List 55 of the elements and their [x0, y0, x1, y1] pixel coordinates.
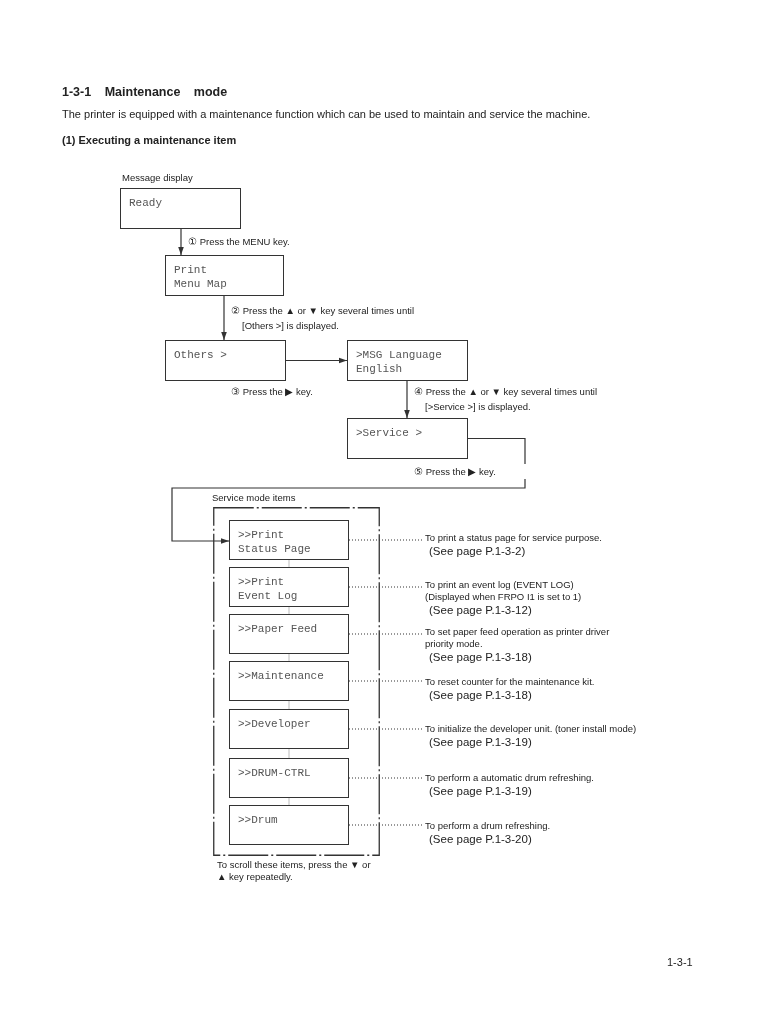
display-box [229, 805, 349, 845]
page-reference: (See page P.1-3-2) [429, 544, 527, 559]
body-text: The printer is equipped with a maintenance function which can be used to maintain and service the machine. [62, 108, 591, 120]
display-text: >>Print Event Log [238, 575, 299, 603]
connector-line [288, 700, 290, 710]
description-text: To set paper feed operation as printer driver priority mode. [425, 626, 611, 650]
note-text: To scroll these items, press the ▼ or ▲ key repeatedly. [217, 859, 372, 883]
description-text: To print a status page for service purpose. [425, 532, 603, 544]
description-text: To perform a drum refreshing. [425, 820, 552, 832]
page-reference: (See page P.1-3-18) [429, 688, 533, 703]
display-box [165, 255, 284, 296]
page-reference: (See page P.1-3-18) [429, 650, 533, 665]
display-box [347, 418, 468, 459]
display-box [229, 758, 349, 798]
display-box [229, 520, 349, 560]
arrow [404, 380, 410, 419]
display-box [347, 340, 468, 381]
page-reference: (See page P.1-3-19) [429, 784, 533, 799]
subsection-heading: (1) Executing a maintenance item [62, 134, 237, 146]
description-text: To reset counter for the maintenance kit. [425, 676, 596, 688]
caption-text: Message display [122, 172, 193, 183]
display-text: Ready [129, 196, 163, 210]
description-text: To initialize the developer unit. (toner install mode) [425, 723, 638, 735]
display-box [229, 709, 349, 749]
display-text: Print Menu Map [174, 263, 228, 291]
display-text: >>Paper Feed [238, 622, 319, 636]
connector-line [288, 653, 290, 662]
display-text: >>Print Status Page [238, 528, 311, 556]
arrow [171, 437, 526, 544]
connector-line [288, 748, 290, 759]
connector-line [288, 559, 290, 568]
display-box [165, 340, 286, 381]
display-text: >>DRUM-CTRL [238, 766, 312, 780]
display-box [229, 661, 349, 701]
connector-line [288, 797, 290, 806]
description-text: To print an event log (EVENT LOG) (Displayed when FRPO I1 is set to 1) [425, 579, 583, 603]
section-heading: 1-3-1 Maintenance mode [62, 85, 228, 99]
display-text: >>Maintenance [238, 669, 325, 683]
display-box [229, 567, 349, 607]
display-text: >>Developer [238, 717, 312, 731]
description-text: To perform a automatic drum refreshing. [425, 772, 595, 784]
display-box [229, 614, 349, 654]
page-reference: (See page P.1-3-12) [429, 603, 533, 618]
page-number: 1-3-1 [667, 956, 693, 968]
display-text: >>Drum [238, 813, 279, 827]
display-text: >MSG Language English [356, 348, 442, 376]
arrow [178, 228, 184, 256]
page-reference: (See page P.1-3-20) [429, 832, 533, 847]
display-text: >Service > [356, 426, 423, 440]
arrow [221, 295, 227, 341]
arrow [285, 357, 348, 364]
group-heading: Service mode items [212, 492, 296, 503]
display-text: Others > [174, 348, 228, 362]
page-reference: (See page P.1-3-19) [429, 735, 533, 750]
connector-line [288, 606, 290, 615]
